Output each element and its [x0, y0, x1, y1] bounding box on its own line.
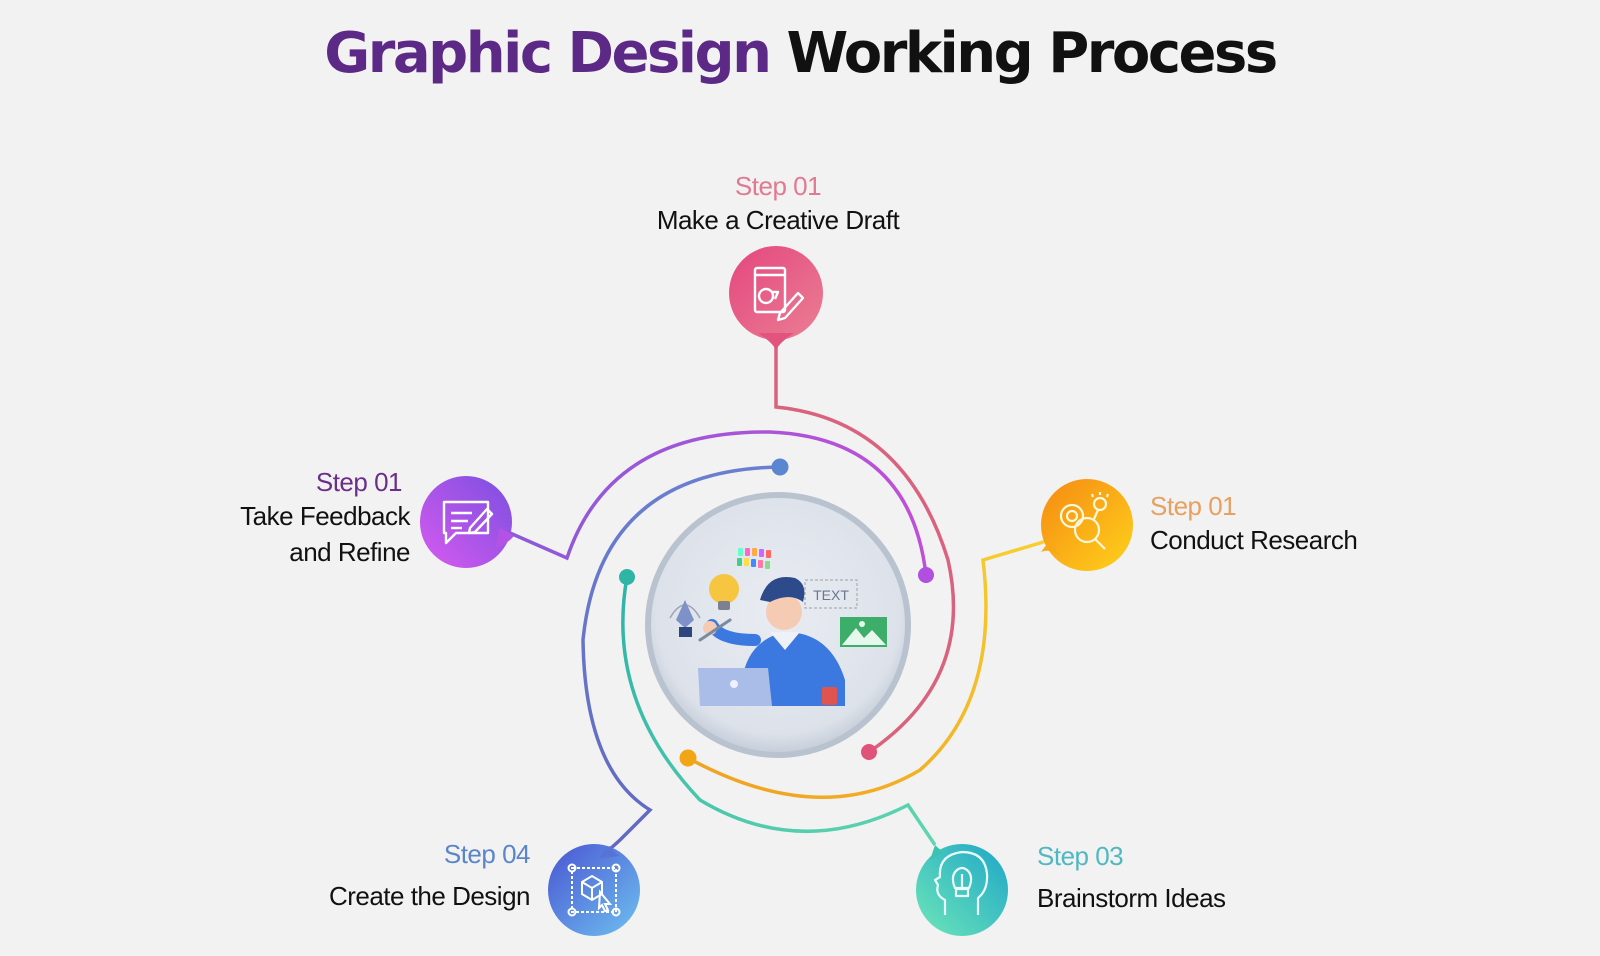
gear-magnifier-bulb-icon [1059, 492, 1110, 550]
step-top-label: Step 01 Make a Creative Draft [620, 170, 936, 238]
step-title-line2: and Refine [289, 537, 410, 567]
image-icon [840, 617, 887, 647]
badge-step-right[interactable] [1041, 479, 1133, 571]
step-title: Make a Creative Draft [656, 205, 900, 235]
badge-step-left[interactable] [420, 476, 514, 568]
head-lightbulb-icon [933, 850, 989, 915]
draft-document-pencil-icon [753, 266, 805, 322]
title-rest: Working Process [786, 21, 1278, 86]
step-title-line1: Take Feedback [240, 501, 410, 531]
connector-dot-pink [861, 744, 877, 760]
page-title: Graphic Design Working Process [0, 18, 1600, 90]
connector-dot-yellow [679, 749, 697, 767]
3d-box-cursor-selection-icon [567, 863, 621, 917]
step-title: Create the Design [328, 881, 531, 911]
step-number: Step 01 [315, 467, 403, 497]
lightbulb-icon [709, 574, 739, 610]
color-swatches-icon [737, 548, 771, 569]
badge-step-bottom-left[interactable] [548, 844, 640, 936]
connector-step-top [774, 345, 956, 754]
svg-text:TEXT: TEXT [813, 587, 849, 603]
connector-step-bottom-left [581, 465, 781, 860]
step-number: Step 04 [443, 839, 531, 869]
laptop-icon [698, 668, 772, 706]
connector-dot-purple [918, 567, 934, 583]
chat-edit-icon [442, 500, 494, 545]
connector-step-right [687, 538, 1051, 799]
connector-step-left [509, 430, 928, 576]
step-number: Step 03 [1037, 841, 1124, 871]
center-illustration: TEXT [645, 492, 911, 758]
connector-dot-teal [619, 569, 635, 585]
step-bottom-left-label: Step 04 Create the Design [230, 838, 531, 914]
step-left-label: Step 01 Take Feedback and Refine [110, 466, 410, 570]
step-title: Conduct Research [1150, 525, 1358, 555]
pen-tool-icon [669, 600, 701, 637]
step-number: Step 01 [734, 171, 822, 201]
step-title: Brainstorm Ideas [1037, 883, 1226, 913]
step-right-label: Step 01 Conduct Research [1150, 490, 1450, 558]
connector-dot-blue [771, 458, 789, 476]
badge-step-top[interactable] [729, 246, 823, 352]
step-number: Step 01 [1150, 491, 1237, 521]
step-bottom-right-label: Step 03 Brainstorm Ideas [1037, 840, 1337, 916]
title-highlight: Graphic Design [324, 21, 772, 86]
mug-icon [822, 687, 837, 705]
text-frame-icon: TEXT [804, 579, 858, 609]
connector-step-bottom-right [621, 576, 937, 846]
badge-step-bottom-right[interactable] [916, 844, 1008, 936]
